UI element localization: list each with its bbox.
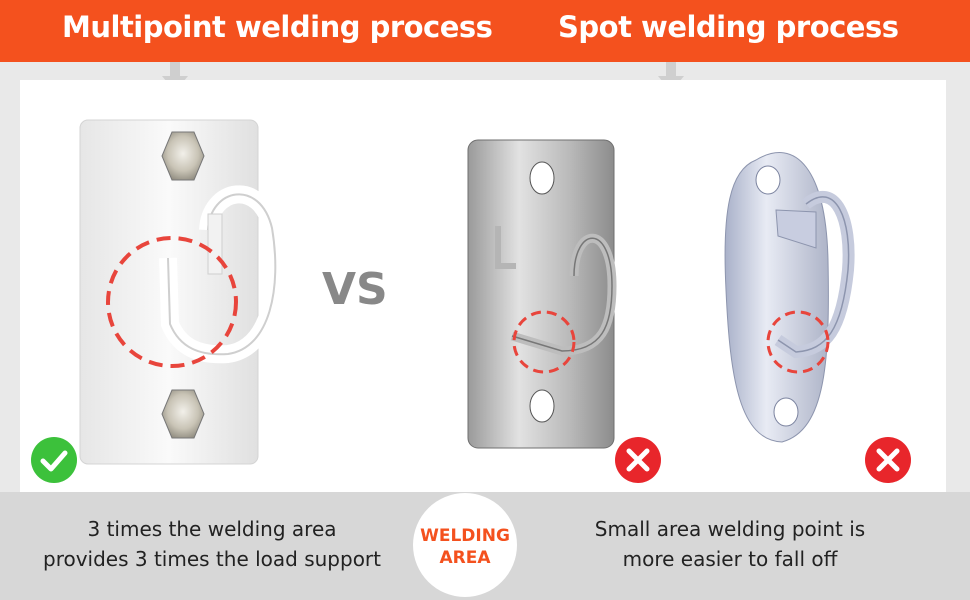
multipoint-title: Multipoint welding process	[62, 10, 493, 44]
cross-icon	[865, 437, 911, 483]
multipoint-description-line: 3 times the welding area	[87, 517, 337, 541]
cross-icon	[615, 437, 661, 483]
welding-area-label: WELDING AREA	[413, 525, 517, 569]
header-bar	[0, 0, 970, 62]
badge-line: WELDING	[420, 526, 510, 546]
spot-description-line: Small area welding point is	[594, 517, 866, 541]
spot-title: Spot welding process	[558, 10, 899, 44]
multipoint-description-line: provides 3 times the load support	[43, 547, 381, 571]
steel-hook-plate-image	[467, 139, 617, 449]
spot-description-line: more easier to fall off	[622, 547, 838, 571]
oval-hook-plate-image	[724, 152, 855, 443]
vs-label: VS	[322, 264, 388, 315]
badge-line: AREA	[439, 548, 491, 568]
white-hook-plate-image	[79, 119, 285, 465]
welding-area-badge	[413, 493, 517, 597]
check-icon	[31, 437, 77, 483]
spot-description: Small area welding point is more easier …	[560, 514, 900, 574]
multipoint-description: 3 times the welding area provides 3 time…	[22, 514, 402, 574]
